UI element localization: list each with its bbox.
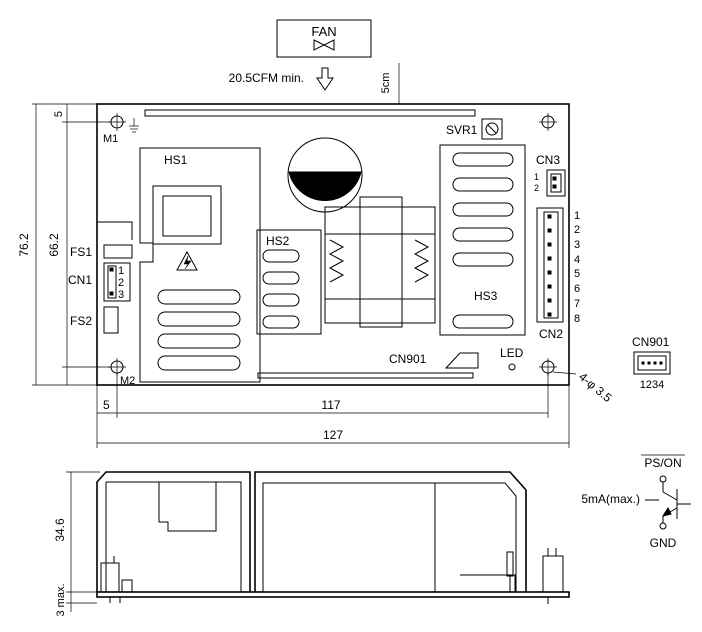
hs1-heatsink bbox=[139, 147, 261, 383]
m2-label: M2 bbox=[120, 375, 135, 387]
bottom-rail bbox=[257, 372, 474, 379]
airflow-spec: 20.5CFM min. bbox=[229, 71, 304, 85]
hs3-label: HS3 bbox=[474, 289, 498, 303]
ps-on-circuit: PS/ON 5mA(max.) GND bbox=[581, 454, 691, 550]
pcb-outline bbox=[96, 103, 570, 386]
ps-on-label: PS/ON bbox=[644, 456, 681, 470]
cn2-pin-7: 7 bbox=[574, 298, 580, 310]
top-view-dimensions: 76.2 66.2 5 5 117 127 bbox=[17, 103, 570, 448]
hs1-label: HS1 bbox=[164, 153, 188, 167]
top-rail bbox=[144, 109, 476, 117]
clearance-label: 5cm bbox=[380, 73, 392, 94]
gnd-terminal bbox=[659, 522, 667, 530]
led-indicator bbox=[508, 363, 516, 371]
cn2-pin-8: 8 bbox=[574, 313, 580, 325]
m1-label: M1 bbox=[103, 133, 118, 145]
transformer bbox=[324, 196, 436, 328]
svr1-potentiometer bbox=[481, 118, 503, 140]
hs3-heatsink bbox=[439, 144, 526, 336]
dim-left-offset: 5 bbox=[103, 398, 110, 412]
dim-hole-span: 117 bbox=[321, 398, 340, 412]
dim-width: 127 bbox=[323, 428, 343, 442]
ps-on-current: 5mA(max.) bbox=[581, 492, 640, 506]
cn1-pin-1: 1 bbox=[118, 265, 124, 277]
cn1-label: CN1 bbox=[68, 273, 92, 287]
cn901-label: CN901 bbox=[389, 352, 427, 366]
fs1-fuse bbox=[103, 244, 133, 259]
side-view bbox=[96, 471, 570, 604]
cn901-detail-connector bbox=[633, 351, 671, 375]
hs2-label: HS2 bbox=[266, 234, 290, 248]
hs2-heatsink bbox=[256, 229, 322, 335]
cn1-pin-3: 3 bbox=[118, 289, 124, 301]
cn901-detail-pins: 1234 bbox=[640, 379, 664, 391]
cn1-pin-2: 2 bbox=[118, 277, 124, 289]
fs2-label: FS2 bbox=[70, 314, 92, 328]
cn2-pin-1: 1 bbox=[574, 210, 580, 222]
cn2-pin-3: 3 bbox=[574, 239, 580, 251]
ps-on-terminal bbox=[659, 475, 667, 483]
holes-leader bbox=[552, 371, 577, 375]
cn1-connector bbox=[103, 262, 131, 302]
high-voltage-warning-icon bbox=[176, 250, 198, 271]
mounting-hole-m1 bbox=[108, 113, 126, 131]
fan-indicator: FAN 20.5CFM min. 5cm bbox=[229, 19, 400, 104]
fan-icon bbox=[313, 39, 335, 51]
cn3-pin-2: 2 bbox=[534, 183, 539, 193]
dim-side-height: 34.6 bbox=[53, 518, 67, 542]
side-led bbox=[506, 551, 514, 577]
mounting-hole-top-right bbox=[539, 113, 557, 131]
cn2-pin-4: 4 bbox=[574, 254, 580, 266]
fan-label: FAN bbox=[311, 24, 336, 39]
cn2-label: CN2 bbox=[539, 327, 563, 341]
cn2-pin-5: 5 bbox=[574, 268, 580, 280]
gnd-label: GND bbox=[650, 536, 677, 550]
side-pcb bbox=[96, 591, 570, 598]
fs2-fuse bbox=[103, 306, 119, 334]
ground-icon bbox=[129, 118, 139, 133]
cn3-connector bbox=[546, 169, 566, 197]
fs1-label: FS1 bbox=[70, 245, 92, 259]
fan-box bbox=[276, 19, 372, 58]
cn901-connector bbox=[444, 352, 479, 369]
led-label: LED bbox=[500, 346, 524, 360]
cn3-label: CN3 bbox=[536, 153, 560, 167]
side-cn1-connector bbox=[100, 556, 133, 593]
side-cn2-connector bbox=[542, 548, 564, 604]
cn901-detail: CN901 1234 bbox=[632, 335, 671, 391]
cn1-area-outline bbox=[97, 221, 133, 240]
airflow-arrow-icon bbox=[316, 67, 334, 91]
capacitor bbox=[287, 137, 363, 213]
cn2-connector bbox=[536, 207, 564, 323]
cn901-detail-label: CN901 bbox=[632, 335, 670, 349]
dim-height-inner: 66.2 bbox=[47, 233, 61, 257]
svr1-label: SVR1 bbox=[446, 123, 478, 137]
side-view-dimensions: 34.6 3 max. bbox=[53, 471, 100, 617]
cn2-pin-2: 2 bbox=[574, 224, 580, 236]
cn3-pin-1: 1 bbox=[534, 172, 539, 182]
top-view: M1 M2 HS1 bbox=[68, 103, 615, 406]
dim-top-offset: 5 bbox=[53, 111, 65, 117]
dim-height-outer: 76.2 bbox=[17, 233, 31, 257]
dim-standoff: 3 max. bbox=[55, 583, 67, 616]
cn2-pin-6: 6 bbox=[574, 283, 580, 295]
transistor-arrow-icon bbox=[661, 506, 672, 517]
holes-label: 4-φ 3.5 bbox=[576, 370, 615, 406]
